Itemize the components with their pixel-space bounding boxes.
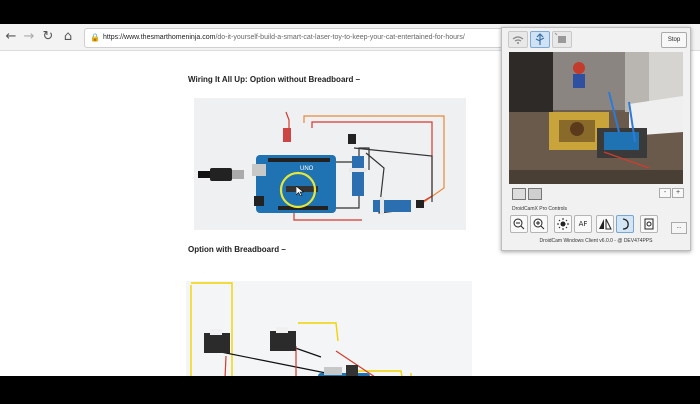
droidcam-window: Stop — [501, 27, 691, 251]
more-options-button[interactable]: ... — [671, 222, 687, 234]
usb-icon[interactable] — [530, 31, 550, 48]
video-mode-icon[interactable] — [528, 188, 542, 200]
wifi-server-icon[interactable] — [552, 31, 572, 48]
heading-with-breadboard: Option with Breadboard – — [188, 245, 286, 254]
camera-preview — [509, 52, 683, 184]
rotate-icon[interactable] — [616, 215, 634, 233]
svg-text:UNO: UNO — [300, 166, 314, 172]
wiring-diagram-no-breadboard: UNO — [194, 98, 466, 230]
zoom-in-icon[interactable] — [530, 215, 548, 233]
heading-without-breadboard: Wiring It All Up: Option without Breadbo… — [188, 75, 361, 84]
breadboard-diagram-svg — [190, 282, 412, 376]
forward-arrow-icon[interactable]: → — [23, 29, 35, 44]
zoom-out-icon[interactable] — [510, 215, 528, 233]
wifi-icon[interactable] — [508, 31, 528, 48]
wiring-diagram-with-breadboard — [186, 281, 472, 376]
mirror-mode-icon[interactable] — [512, 188, 526, 200]
zoom-plus-button[interactable]: + — [672, 188, 684, 198]
wiring-diagram-svg: UNO — [198, 111, 445, 221]
zoom-minus-button[interactable]: - — [659, 188, 671, 198]
droidcam-connection-toolbar: Stop — [502, 28, 690, 50]
autofocus-button[interactable]: AF — [574, 215, 592, 233]
stop-button[interactable]: Stop — [661, 32, 687, 48]
settings-icon[interactable] — [640, 215, 658, 233]
controls-label: DroidCamX Pro Controls — [512, 206, 568, 212]
home-icon[interactable]: ⌂ — [63, 29, 73, 44]
lock-icon: 🔒 — [90, 33, 100, 42]
back-arrow-icon[interactable]: ← — [5, 29, 17, 44]
address-bar[interactable]: 🔒 https://www.thesmarthomeninja.com/do-i… — [84, 28, 516, 48]
screen: ← → ↻ ⌂ 🔒 https://www.thesmarthomeninja.… — [0, 24, 700, 376]
camera-feed-image — [509, 52, 683, 184]
droidcam-footer: DroidCam Windows Client v6.0.0 - @ DEV47… — [539, 238, 653, 244]
article-content: Wiring It All Up: Option without Breadbo… — [0, 51, 500, 376]
light-icon[interactable] — [554, 215, 572, 233]
mouse-cursor-icon — [296, 186, 304, 196]
refresh-icon[interactable]: ↻ — [42, 29, 54, 44]
url-text: https://www.thesmarthomeninja.com/do-it-… — [103, 34, 465, 41]
flip-icon[interactable] — [596, 215, 614, 233]
